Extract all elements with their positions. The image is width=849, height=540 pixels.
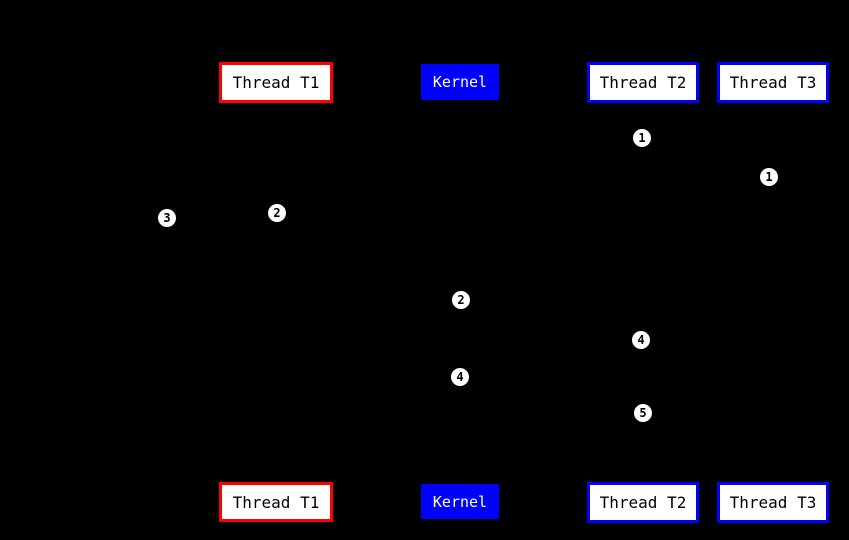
- step-marker-4-kernel: 4: [451, 368, 469, 386]
- step-marker-3-left: 3: [158, 209, 176, 227]
- kernel-box-top: Kernel: [421, 64, 499, 100]
- step-marker-1-thread-t3: 1: [760, 168, 778, 186]
- step-marker-1-thread-t2: 1: [633, 129, 651, 147]
- kernel-box-bottom: Kernel: [421, 484, 499, 519]
- step-marker-4-thread-t2: 4: [632, 331, 650, 349]
- thread-t3-box-bottom: Thread T3: [717, 482, 829, 523]
- thread-t2-box-bottom: Thread T2: [587, 482, 699, 523]
- thread-t1-box-bottom: Thread T1: [219, 482, 333, 522]
- thread-t3-box-top: Thread T3: [717, 62, 829, 103]
- step-marker-2-kernel: 2: [452, 291, 470, 309]
- step-marker-2-thread-t1: 2: [268, 204, 286, 222]
- thread-t1-box-top: Thread T1: [219, 62, 333, 103]
- step-marker-5-thread-t2: 5: [634, 404, 652, 422]
- thread-t2-box-top: Thread T2: [587, 62, 699, 103]
